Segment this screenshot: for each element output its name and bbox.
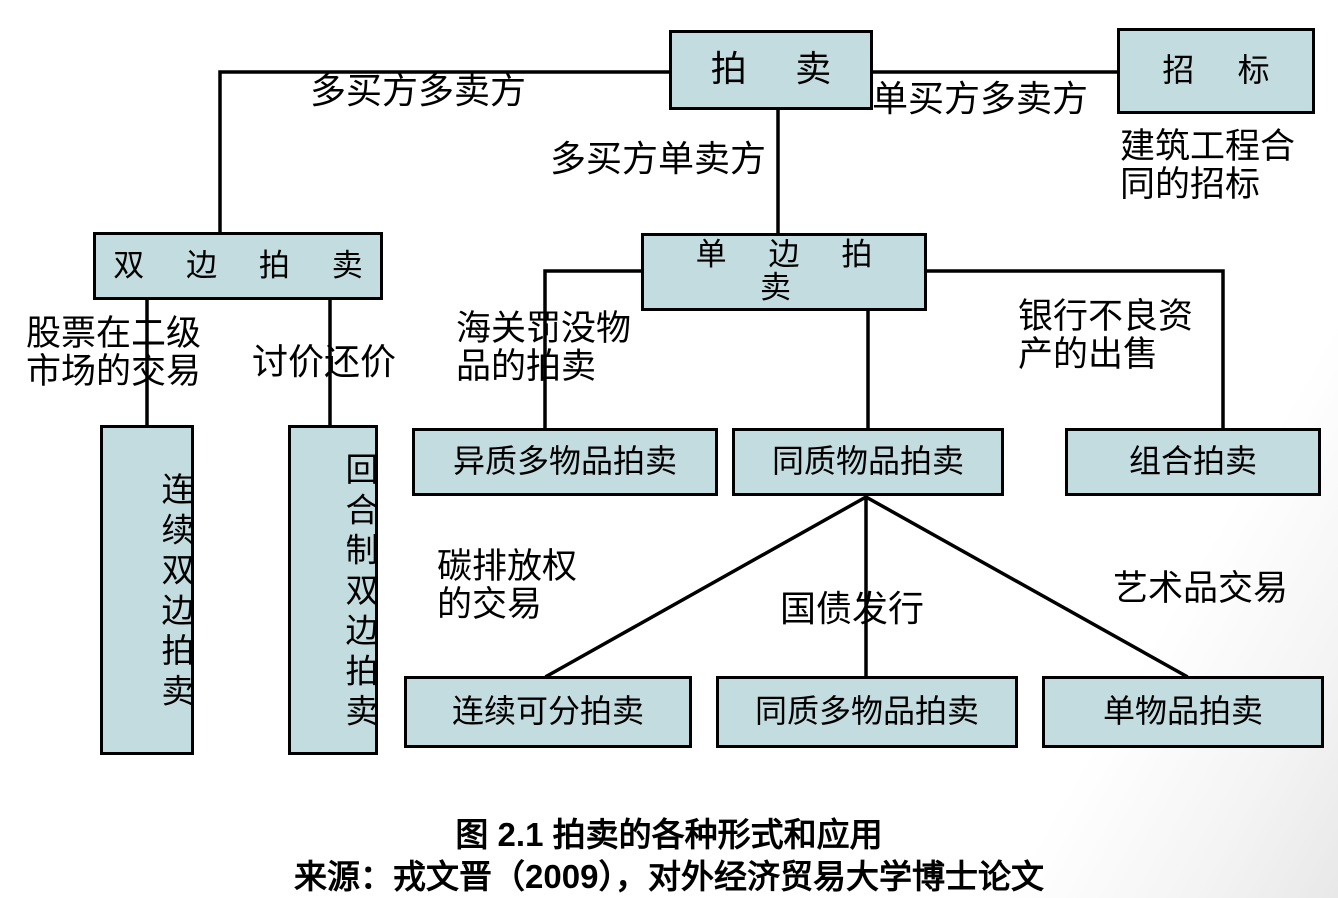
- node-double-auction[interactable]: 双 边 拍 卖: [93, 232, 383, 300]
- node-homogeneous-multi-item-auction-label: 同质多物品拍卖: [754, 693, 979, 730]
- node-heterogeneous-multi-item-auction-label: 异质多物品拍卖: [452, 443, 677, 480]
- edge-label-customs-confiscated: 海关罚没物 品的拍卖: [456, 309, 632, 386]
- node-continuous-double-auction-label: 连续双边拍卖: [156, 472, 192, 714]
- node-auction[interactable]: 拍 卖: [669, 30, 873, 110]
- edge-label-bank-npl: 银行不良资 产的出售: [1018, 297, 1194, 374]
- edge-auction-to-double: [218, 70, 671, 234]
- node-homogeneous-item-auction-label: 同质物品拍卖: [771, 443, 964, 480]
- edge-single-to-combinatorial: [923, 269, 1225, 430]
- edge-label-art-trade: 艺术品交易: [1113, 569, 1289, 608]
- node-continuous-divisible-auction[interactable]: 连续可分拍卖: [404, 676, 692, 748]
- edge-single-to-hetero: [543, 269, 645, 430]
- node-single-auction-label: 单 边 拍 卖: [695, 237, 890, 305]
- edge-label-stock-secondary-market: 股票在二级 市场的交易: [26, 314, 202, 391]
- node-round-double-auction[interactable]: 回合制双边拍卖: [288, 425, 378, 755]
- node-round-double-auction-label: 回合制双边拍卖: [340, 452, 376, 734]
- node-continuous-double-auction[interactable]: 连续双边拍卖: [100, 425, 194, 755]
- edge-label-bargaining: 讨价还价: [252, 341, 397, 382]
- node-single-item-auction-label: 单物品拍卖: [1102, 693, 1263, 730]
- node-heterogeneous-multi-item-auction[interactable]: 异质多物品拍卖: [412, 428, 718, 496]
- node-tender[interactable]: 招 标: [1117, 28, 1315, 114]
- node-combinatorial-auction-label: 组合拍卖: [1128, 443, 1257, 480]
- edge-label-one-buyer-many-sellers: 单买方多卖方: [872, 78, 1089, 119]
- node-single-item-auction[interactable]: 单物品拍卖: [1042, 676, 1324, 748]
- node-combinatorial-auction[interactable]: 组合拍卖: [1065, 428, 1321, 496]
- edge-homo-to-single-item: [863, 494, 1189, 679]
- figure-source: 来源：戎文晋（2009），对外经济贸易大学博士论文: [294, 858, 1044, 895]
- node-auction-label: 拍 卖: [710, 49, 852, 90]
- edge-label-construction-tender: 建筑工程合 同的招标: [1120, 127, 1296, 204]
- edge-label-carbon-emission: 碳排放权 的交易: [437, 547, 578, 624]
- node-tender-label: 招 标: [1162, 52, 1288, 89]
- node-double-auction-label: 双 边 拍 卖: [113, 247, 380, 283]
- node-single-auction[interactable]: 单 边 拍 卖: [641, 233, 927, 311]
- node-homogeneous-multi-item-auction[interactable]: 同质多物品拍卖: [716, 676, 1018, 748]
- edge-label-treasury-bond: 国债发行: [780, 588, 925, 629]
- edge-label-many-buyers-one-seller: 多买方单卖方: [550, 138, 767, 179]
- edge-homo-to-continuous-divisible: [544, 494, 869, 679]
- node-homogeneous-item-auction[interactable]: 同质物品拍卖: [732, 428, 1004, 496]
- figure-title: 图 2.1 拍卖的各种形式和应用: [455, 816, 883, 853]
- edge-label-many-buyers-many-sellers: 多买方多卖方: [310, 70, 527, 111]
- node-continuous-divisible-auction-label: 连续可分拍卖: [451, 693, 644, 730]
